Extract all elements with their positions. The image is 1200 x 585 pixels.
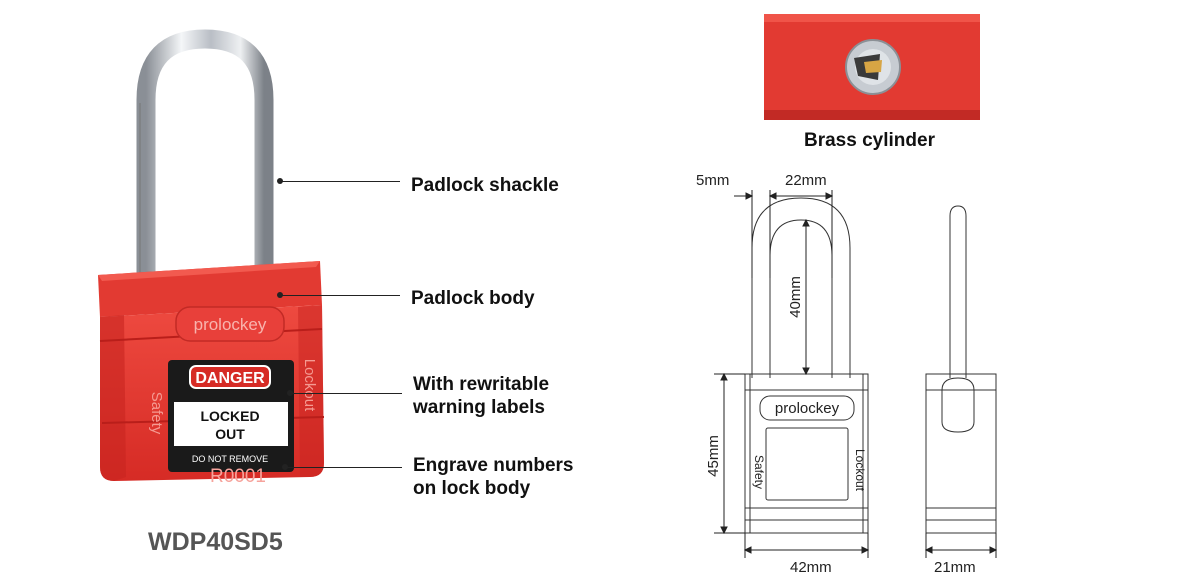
cylinder-caption: Brass cylinder xyxy=(804,130,935,151)
label-line1: LOCKED xyxy=(200,408,259,424)
label-footer: DO NOT REMOVE xyxy=(192,454,268,464)
side-text-lockout: Lockout xyxy=(301,359,318,412)
label-header: DANGER xyxy=(195,370,265,387)
dim-shackle-clearance: 40mm xyxy=(787,276,804,318)
dim-body-depth: 21mm xyxy=(934,559,976,576)
brand-logo: prolockey xyxy=(194,315,267,334)
dimension-drawing: prolockey Safety Lockout 5mm xyxy=(696,172,998,576)
drawing-brand: prolockey xyxy=(775,400,840,417)
engrave-callout-line xyxy=(285,467,402,468)
drawing-body-side xyxy=(925,373,997,534)
engrave-callout-text: Engrave numbers on lock body xyxy=(413,454,574,500)
dim-shackle-width: 22mm xyxy=(785,172,827,189)
drawing-side-lockout: Lockout xyxy=(853,449,867,492)
body-callout-text: Padlock body xyxy=(411,288,535,309)
labels-callout-line1: With rewritable xyxy=(413,374,550,395)
body-callout-line xyxy=(280,295,400,296)
cylinder-photo xyxy=(764,14,980,120)
labels-callout-line2: warning labels xyxy=(413,397,545,418)
shackle-callout-line xyxy=(280,181,400,182)
shackle-callout-text: Padlock shackle xyxy=(411,175,559,196)
drawing-side-safety: Safety xyxy=(752,455,766,489)
dim-body-height: 45mm xyxy=(705,435,722,477)
labels-callout-text: With rewritable warning labels xyxy=(413,373,549,419)
dim-body-width: 42mm xyxy=(790,559,832,576)
engrave-callout-line1: Engrave numbers xyxy=(413,455,574,476)
labels-callout-line xyxy=(290,393,402,394)
engrave-callout-line2: on lock body xyxy=(413,478,531,499)
padlock-shackle xyxy=(136,29,274,275)
dim-shackle-diameter: 5mm xyxy=(696,172,729,189)
drawing-side-pin xyxy=(949,205,967,378)
side-text-safety: Safety xyxy=(148,392,165,435)
padlock-photo: prolockey DANGER LOCKED OUT DO NOT REMOV… xyxy=(98,29,325,487)
model-name: WDP40SD5 xyxy=(148,528,283,556)
label-line2: OUT xyxy=(215,426,245,442)
drawing-shackle xyxy=(751,197,851,378)
engraved-number: R0001 xyxy=(210,466,266,487)
